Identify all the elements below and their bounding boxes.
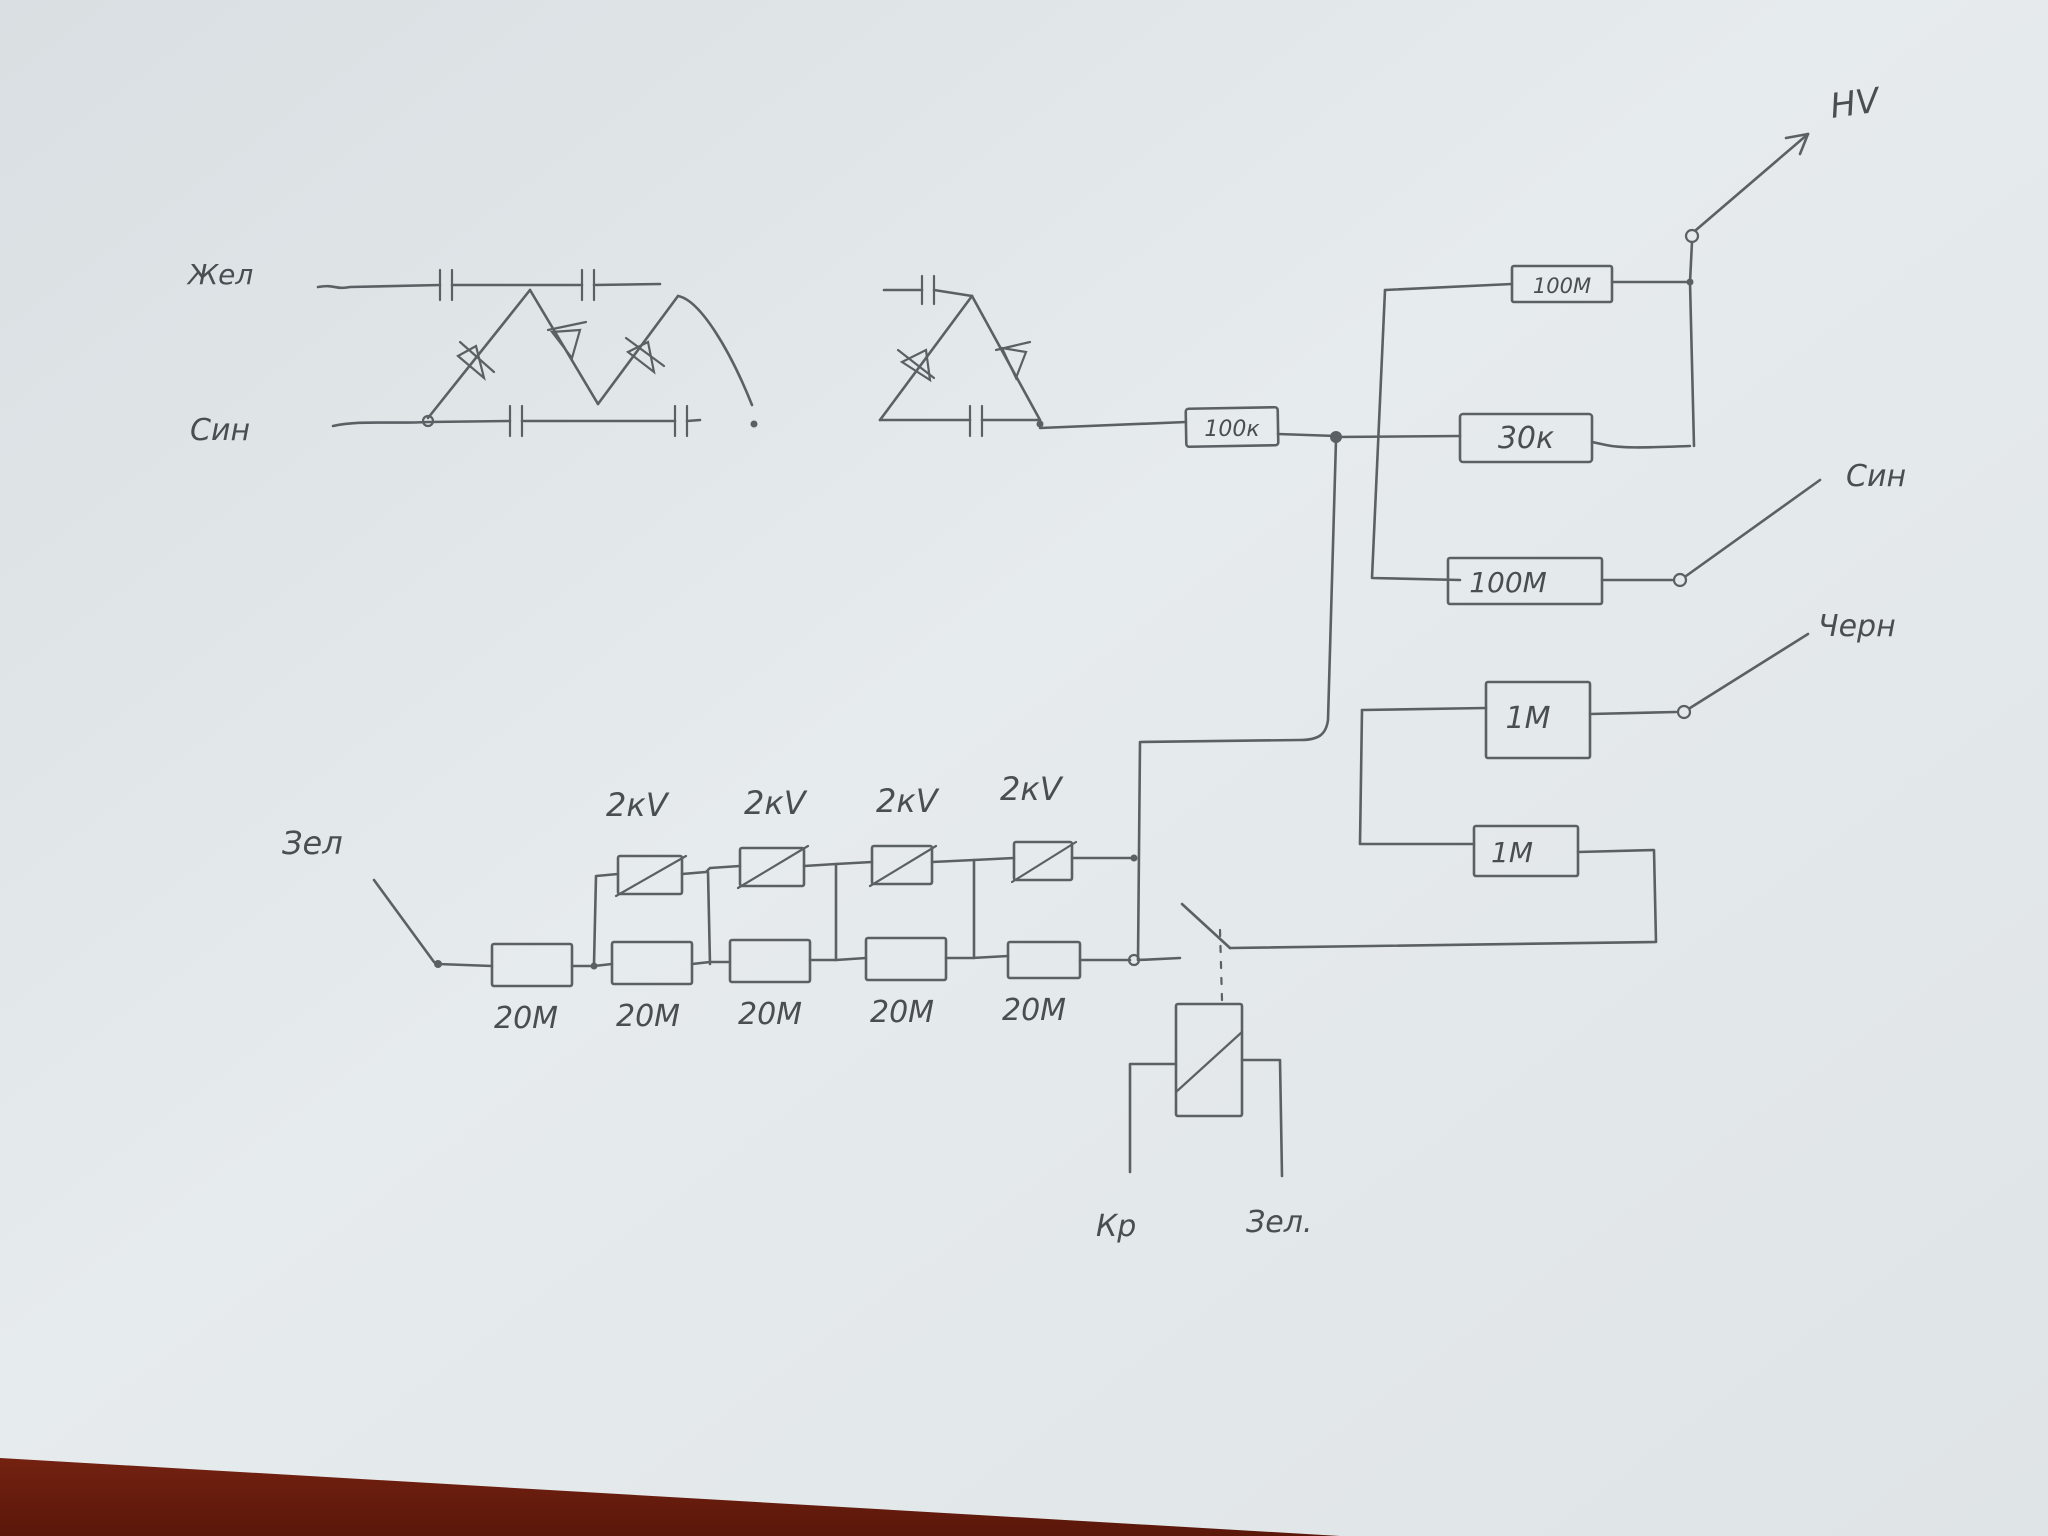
input-yellow-label: Жел [186,258,253,291]
resistor-30k-label: 30к [1498,421,1554,456]
varistor-3-label: 2кV [876,782,940,820]
varistor-4-label: 2кV [1000,770,1064,808]
output-black-label: Черн [1818,609,1896,644]
resistor-1m-bottom: 1М [1180,824,1658,950]
resistor-20m-1-label: 20М [494,1001,558,1036]
resistor-20m-5-label: 20М [1002,993,1066,1028]
resistor-100m-top: 100М [1510,264,1692,304]
voltage-multiplier-left [316,268,758,438]
relay-red-label: Кр [1096,1209,1136,1244]
hv-label: HV [1828,80,1885,127]
input-blue-label: Син [190,413,250,448]
voltage-multiplier-right [878,274,1188,438]
resistor-1m-top: 1М Черн [1360,609,1896,760]
resistor-100m-mid: 100М Син [1446,459,1906,606]
resistor-100k: 100к [1184,405,1338,449]
resistor-100k-label: 100к [1204,417,1260,442]
green-left-label: Зел [282,824,343,862]
varistor-2-label: 2кV [744,784,808,822]
resistor-20m-3-label: 20М [738,997,802,1032]
resistor-100m-top-label: 100М [1533,274,1591,298]
junction-node-divider [1127,953,1141,967]
resistor-1m-top-label: 1М [1506,701,1551,736]
resistor-30k: 30к [1458,412,1692,464]
relay: Кр Зел. [1096,928,1312,1244]
resistor-20m-4-label: 20М [870,995,934,1030]
output-blue-label: Син [1846,459,1906,494]
relay-green-label: Зел. [1246,1205,1312,1240]
varistor-1-label: 2кV [606,786,670,824]
divider-chain: Зел 2кV 2 [282,770,1141,1036]
hv-output-arrow: HV [1694,80,1885,232]
resistor-20m-2-label: 20М [616,999,680,1034]
resistor-100m-mid-label: 100М [1469,566,1547,599]
resistor-1m-bottom-label: 1М [1491,836,1533,869]
